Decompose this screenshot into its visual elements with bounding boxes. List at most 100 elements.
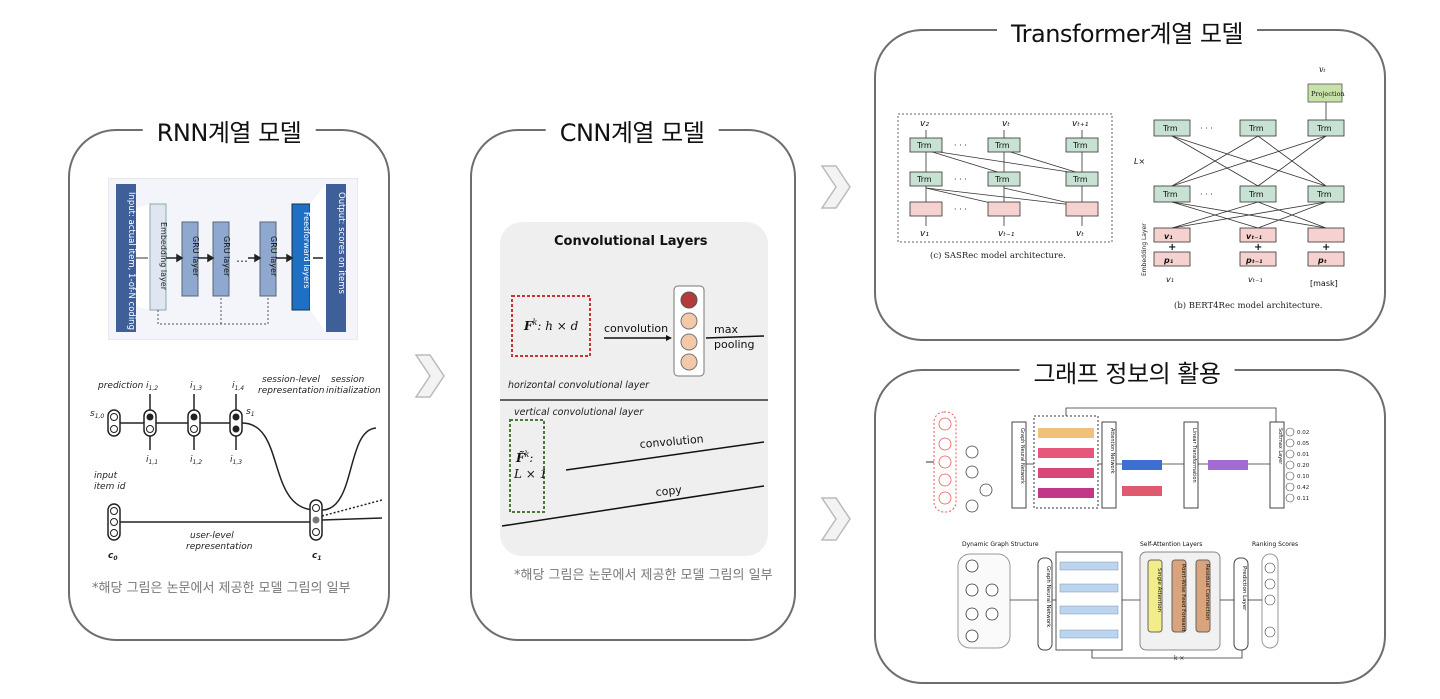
srgnn-softmax: Softmax Layer [1277, 428, 1283, 465]
bert-ptm1: pₜ₋₁ [1245, 256, 1263, 265]
cnn-horizontal: horizontal convolutional layer [508, 380, 650, 391]
graph-dynamic: Dynamic Graph Structure [962, 541, 1039, 548]
bert-pt: pₜ [1317, 256, 1327, 265]
bert-vtm1-in: vₜ₋₁ [1248, 275, 1263, 284]
caser-diagram: Convolutional Layers Fk: h × d convoluti… [500, 222, 768, 556]
hrnn-input-item2: item id [94, 482, 126, 492]
gru4rec-feedforward-label: Feedforward layers [302, 212, 311, 289]
graph-pwff: Point-Wise Feed Forward [1180, 564, 1186, 631]
sasrec-dots: · · · [954, 175, 967, 184]
cnn-copy: copy [655, 483, 683, 499]
sasrec-vt: vₜ [1002, 119, 1010, 129]
hrnn-i12: i1,2 [146, 381, 158, 392]
sasrec-trm: Trm [916, 141, 932, 150]
bert-trm: Trm [1248, 124, 1264, 133]
hrnn-i13: i1,3 [190, 381, 202, 392]
srgnn-linear: Linear Transformation [1191, 428, 1197, 483]
cnn-convolution2: convolution [639, 432, 704, 451]
bert-projection: Projection [1311, 90, 1345, 98]
sasrec-trm: Trm [1072, 141, 1088, 150]
transformer-panel [874, 29, 1386, 341]
gru4rec-output-label: Output: scores on items [336, 192, 346, 295]
chevron-right-icon [414, 354, 445, 398]
gru4rec-input-label: Input: actual item, 1-of-N coding [126, 192, 136, 330]
graph-ranking: Ranking Scores [1252, 541, 1298, 548]
score: 0.05 [1297, 441, 1310, 447]
srgnn-diagram: Graph Neural Network Attention Network L… [926, 407, 1310, 513]
bert-caption: (b) BERT4Rec model architecture. [1174, 300, 1323, 311]
cnn-pooling: pooling [714, 338, 755, 351]
sasrec-diagram: v₂ vₜ vₜ₊₁ v₁ vₜ₋₁ vₜ Trm Trm Trm Trm Tr… [897, 113, 1113, 261]
cnn-max: max [714, 323, 738, 336]
cnn-fk2-dims: L × 1 [513, 467, 547, 481]
score: 0.01 [1297, 452, 1309, 458]
bert-vt-top: vₜ [1319, 65, 1326, 74]
cnn-title: CNN계열 모델 [545, 113, 719, 148]
sasrec-trm: Trm [994, 141, 1010, 150]
bert-vtm1: vₜ₋₁ [1246, 232, 1263, 241]
sasrec-trm: Trm [1072, 175, 1088, 184]
graph-attention-diagram: Dynamic Graph Structure Self-Attention L… [957, 541, 1298, 662]
bert-trm: Trm [1316, 190, 1332, 199]
sasrec-trm: Trm [994, 175, 1010, 184]
cnn-note: *해당 그림은 논문에서 제공한 모델 그림의 일부 [514, 568, 773, 583]
srgnn-attention: Attention Network [1109, 428, 1115, 474]
hrnn-user-level: user-level [190, 531, 234, 541]
graph-prediction-layer: Prediction Layer [1241, 566, 1247, 611]
gru4rec-dots: … [236, 251, 248, 265]
gru4rec-embedding-label: Embedding layer [159, 222, 168, 291]
bert-trm: Trm [1162, 190, 1178, 199]
sasrec-vtm1: vₜ₋₁ [998, 229, 1015, 239]
bert-trm: Trm [1248, 190, 1264, 199]
score: 0.10 [1297, 474, 1310, 480]
hrnn-s10: s1,0 [90, 409, 104, 420]
hrnn-session-init: session [331, 375, 365, 385]
cnn-fk: Fk: h × d [523, 318, 579, 333]
gru4rec-diagram: Input: actual item, 1-of-N coding Embedd… [108, 178, 358, 340]
sasrec-dots: · · · [954, 205, 967, 214]
bert-embedding-layer: Embedding Layer [1141, 223, 1148, 276]
hrnn-c0: c0 [108, 551, 118, 562]
hrnn-user-level2: representation [186, 542, 253, 552]
sasrec-v2: v₂ [920, 119, 929, 129]
gru-layer-3-label: GRU layer [269, 236, 278, 277]
score: 0.42 [1297, 485, 1309, 491]
bert-lx: L× [1134, 157, 1145, 166]
hrnn-in1: i1,1 [146, 455, 158, 466]
bert-dots: · · · [1200, 190, 1213, 199]
hrnn-session-level2: representation [258, 386, 325, 396]
sasrec-trm: Trm [916, 175, 932, 184]
bert-v1: v₁ [1164, 232, 1173, 241]
sasrec-v1: v₁ [920, 229, 929, 239]
rnn-title: RNN계열 모델 [142, 113, 316, 148]
cnn-convolution: convolution [604, 322, 668, 335]
svg-text:+: + [1254, 242, 1262, 253]
hrnn-prediction: prediction [97, 381, 144, 391]
hrnn-i14: i1,4 [232, 381, 244, 392]
cnn-heading: Convolutional Layers [554, 234, 708, 249]
bert-p1: p₁ [1163, 256, 1174, 265]
transformer-title: Transformer계열 모델 [997, 14, 1257, 49]
sasrec-caption: (c) SASRec model architecture. [930, 250, 1066, 261]
rnn-note: *해당 그림은 논문에서 제공한 모델 그림의 일부 [92, 581, 351, 596]
graph-residual: Residual Connection [1204, 564, 1210, 621]
bert-trm: Trm [1316, 124, 1332, 133]
bert-dots: · · · [1200, 124, 1213, 133]
bert4rec-diagram: Projection vₜ Trm Trm Trm Trm Trm Trm L×… [1134, 65, 1345, 311]
graph-title: 그래프 정보의 활용 [1019, 354, 1235, 389]
hrnn-in3: i1,3 [230, 455, 242, 466]
hrnn-session-init2: initialization [326, 386, 381, 396]
score: 0.20 [1297, 463, 1310, 469]
gru-layer-2-label: GRU layer [222, 236, 231, 277]
hrnn-c1: c1 [312, 551, 322, 562]
graph2-gnn: Graph Neural Network [1045, 566, 1051, 628]
graph-kx: k × [1174, 655, 1184, 662]
cnn-vertical: vertical convolutional layer [514, 407, 644, 418]
sasrec-vt1: vₜ₊₁ [1072, 119, 1089, 129]
sasrec-vt-in: vₜ [1076, 229, 1084, 239]
srgnn-embeddings [1038, 428, 1094, 498]
sasrec-dots: · · · [954, 141, 967, 150]
cnn-fk2: F̃k: [515, 450, 533, 465]
gru-layer-1-label: GRU layer [191, 236, 200, 277]
bert-trm: Trm [1162, 124, 1178, 133]
